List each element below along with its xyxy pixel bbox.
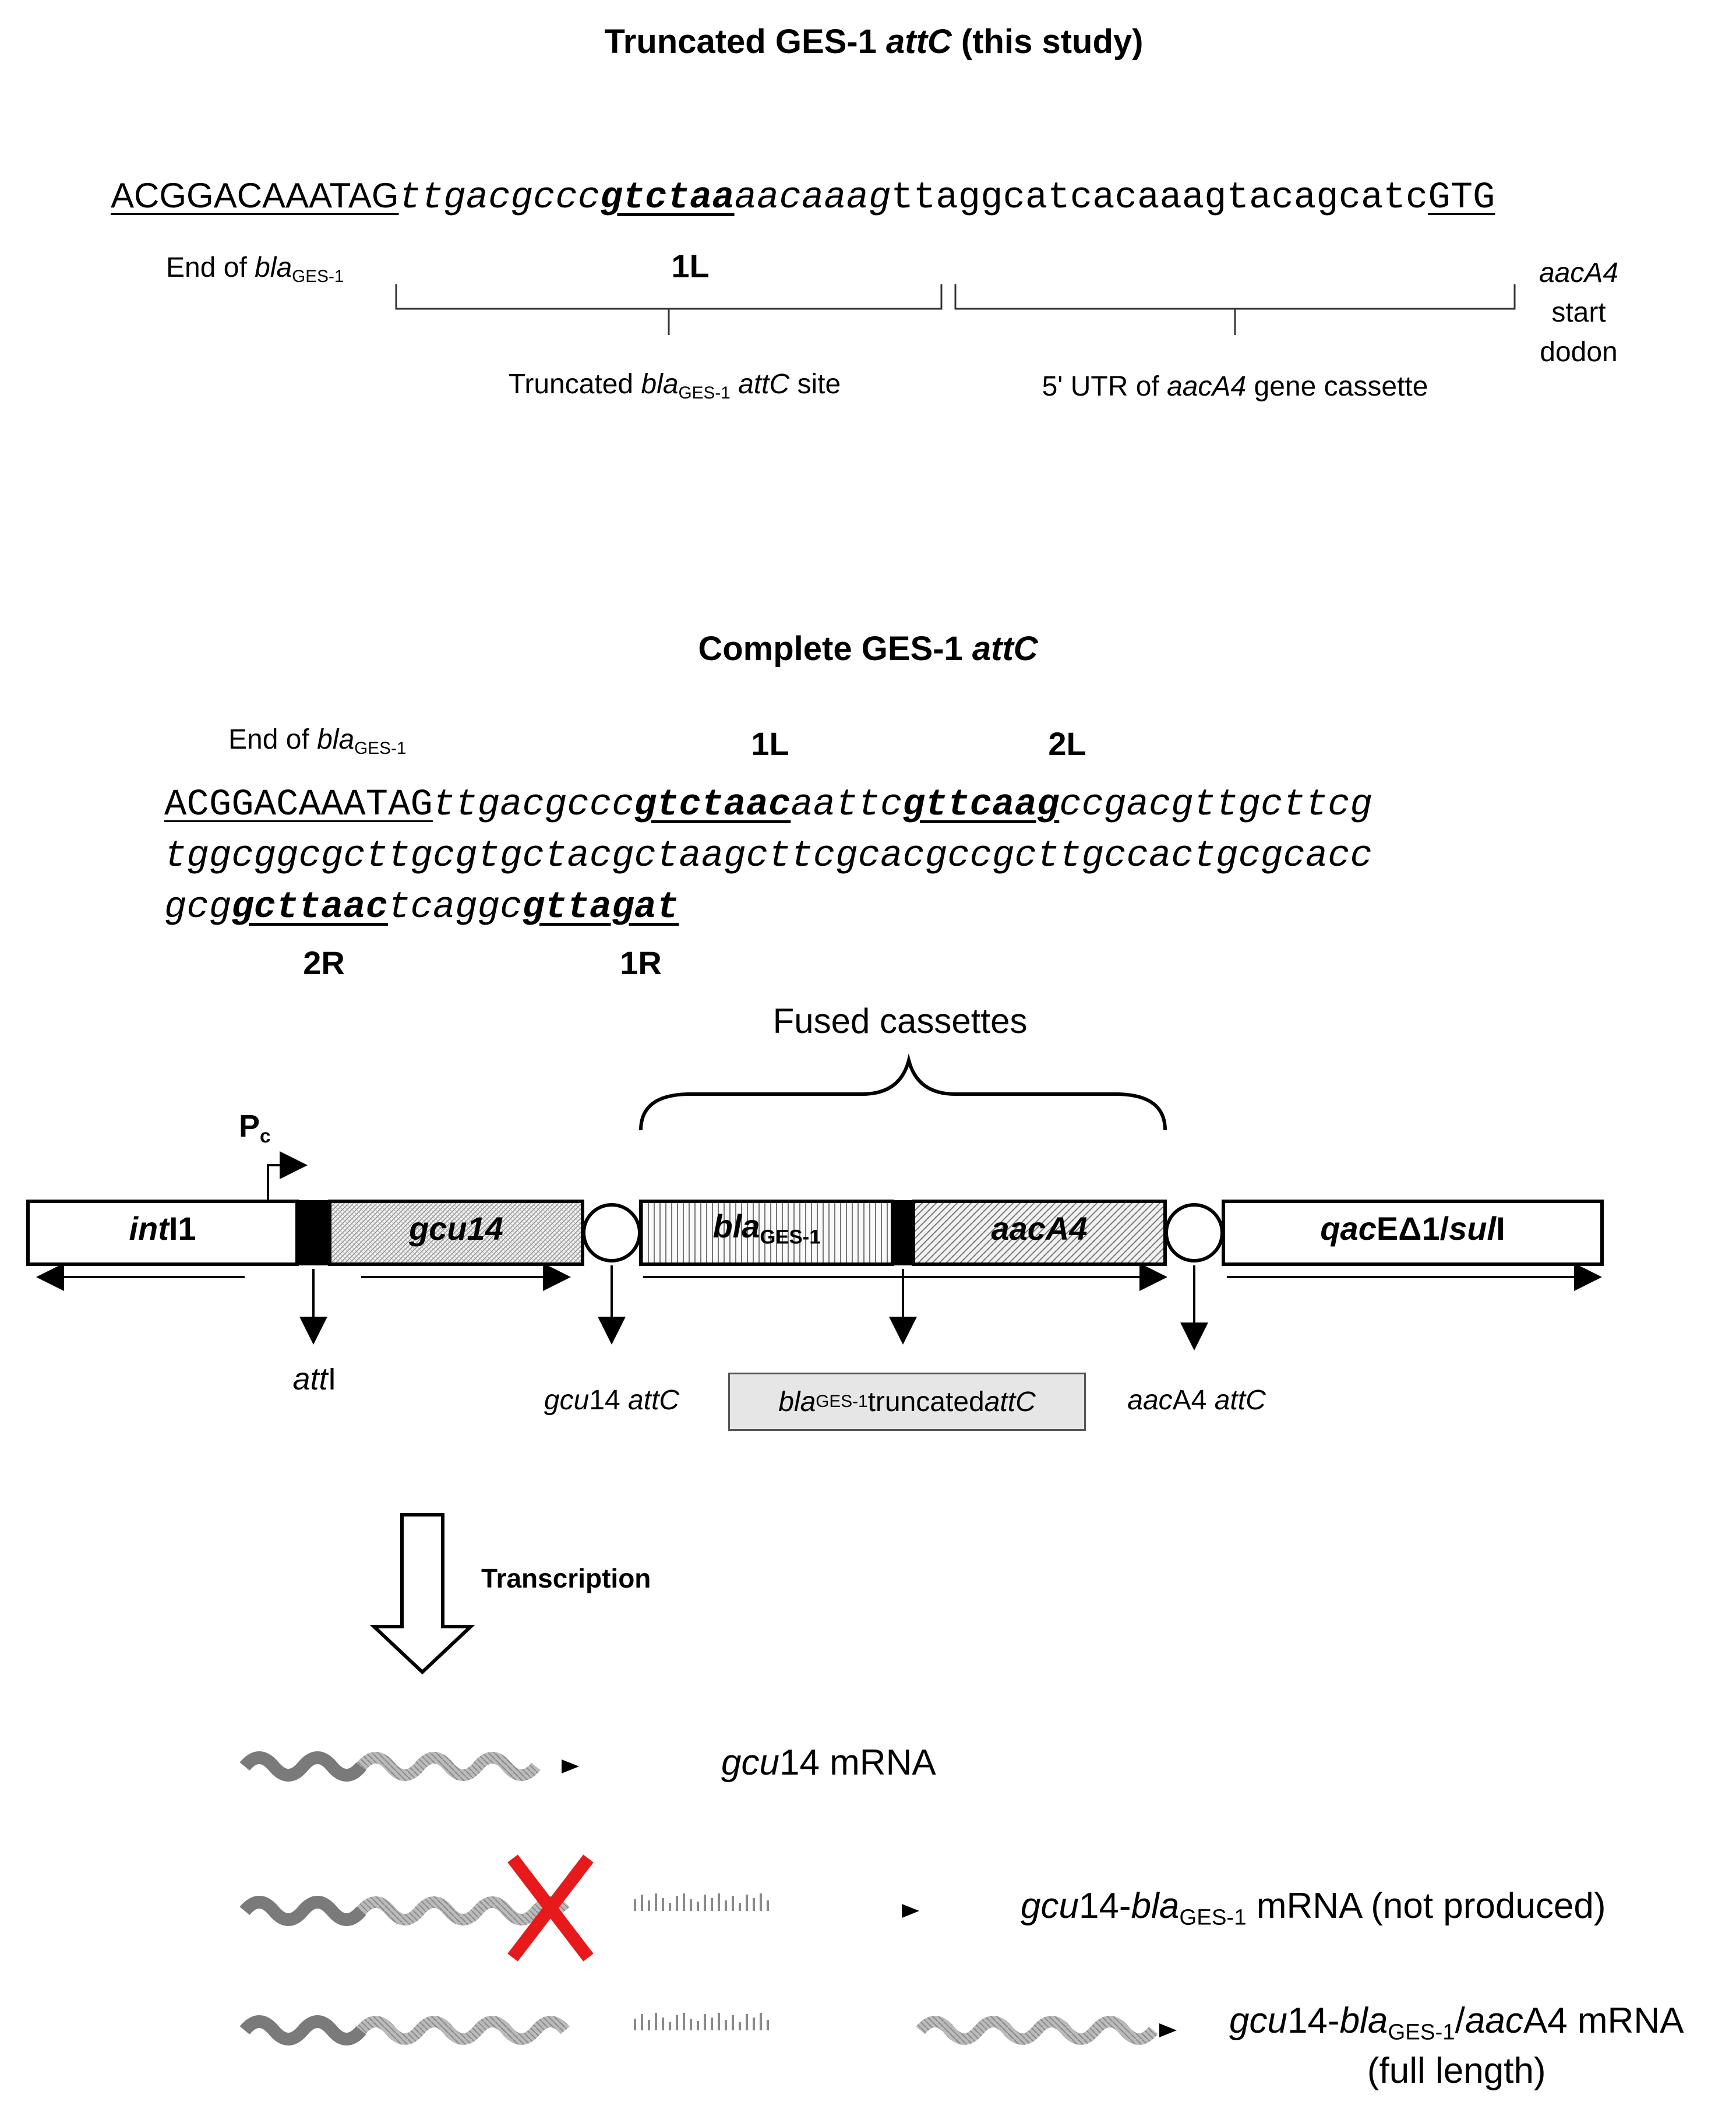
bla-ges1-label: blaGES-1 [712, 1208, 821, 1249]
label-end-bla-top: End of blaGES-1 [166, 252, 344, 286]
brace-5utr [954, 284, 1516, 335]
complete-title: Complete GES-1 attC [698, 630, 1038, 668]
brace-svg [395, 284, 1516, 335]
label-1L-top: 1L [671, 248, 710, 284]
motif-2R: gcttaac [231, 887, 389, 929]
motif-1R: gttagat [522, 887, 679, 929]
mrna2-arrowhead [902, 1904, 919, 1918]
mrna2-wave-light [357, 1896, 570, 1925]
fused-cassettes-label: Fused cassettes [772, 1001, 1028, 1041]
motif-2L: gttcaag [902, 784, 1060, 826]
brace-truncated-attc [395, 284, 943, 335]
transcription-arrow [369, 1513, 475, 1675]
gcu14-label: gcu14 [409, 1210, 503, 1247]
mrna-full-length-label: gcu14-blaGES-1/aacA4 mRNA (full length) [1229, 2001, 1684, 2091]
mrna-gcu14-wave-light [357, 1752, 541, 1781]
aacA4-attc-label: aacA4 attC [1127, 1385, 1266, 1416]
label-truncated-attc-site: Truncated blaGES-1 attC site [508, 369, 841, 403]
mrna2-wave-dark [239, 1896, 366, 1926]
label-end-bla-complete: End of blaGES-1 [228, 724, 407, 758]
gcu14-attc-circle [582, 1203, 641, 1262]
complete-seq-line3: gcggcttaactcaggcgttagat [164, 889, 679, 926]
complete-seq-line2: tggcggcgcttgcgtgctacgctaagcttcgcacgccgct… [164, 835, 1372, 877]
truncated-title: Truncated GES-1 attC (this study) [604, 23, 1144, 61]
truncated-sequence: ACGGACAAATAGttgacgcccgtctaaaacaaagttaggc… [111, 178, 1495, 217]
seq-utr: ttaggcatcacaaagtacagcatc [891, 177, 1428, 219]
mrna3-wave-light [357, 2016, 570, 2045]
bla-end-codons-complete: ACGGACAAATAG [164, 784, 433, 826]
seq-italic-part: gcg [164, 887, 232, 929]
bla-ges1-box [639, 1200, 894, 1266]
label-1L-complete: 1L [751, 725, 789, 762]
seq-italic-part: aattc [791, 784, 903, 826]
label-1R: 1R [620, 944, 662, 981]
cross-mark [507, 1854, 594, 1962]
qac-sul-box [1222, 1200, 1604, 1266]
gene-map-svg [26, 1053, 1604, 1350]
fused-cassettes-brace [639, 1053, 1167, 1131]
seq-italic-part: ccgacgttgcttcg [1059, 784, 1372, 826]
transcription-svg [239, 1513, 1177, 2045]
complete-seq-line1: ACGGACAAATAGttgacgcccgtctaacaattcgttcaag… [164, 787, 1372, 824]
attI-box [296, 1200, 331, 1265]
label-2R: 2R [303, 944, 345, 981]
seq-italic-part: aacaaag [734, 177, 891, 219]
label-5utr: 5' UTR of aacA4 gene cassette [1042, 371, 1428, 402]
intI1-label: intI1 [129, 1210, 196, 1247]
mrna3-wave-aac [916, 2016, 1158, 2045]
bla-end-codons: ACGGACAAATAG [111, 176, 399, 215]
gcu14-box [328, 1200, 584, 1266]
seq-italic-part: tcaggc [388, 887, 523, 929]
aacA4-box [912, 1200, 1167, 1266]
aacA4-attc-circle [1165, 1203, 1224, 1262]
mrna3-wave-dark [239, 2015, 366, 2045]
motif-1L-truncated: gtctaa [600, 177, 735, 219]
bla-truncated-attc-bar [891, 1200, 915, 1265]
mrna2-wave-bla [634, 1893, 769, 1911]
mrna-gcu14-label: gcu14 mRNA [721, 1743, 936, 1783]
mrna-gcu14-bla-label: gcu14-blaGES-1 mRNA (not produced) [1021, 1886, 1606, 1930]
mrna3-wave-bla [634, 2013, 769, 2030]
label-2L-complete: 2L [1048, 725, 1086, 762]
aacA4-label: aacA4 [991, 1210, 1088, 1247]
mrna3-arrowhead [1159, 2023, 1177, 2037]
mrna-gcu14-wave-dark [239, 1751, 366, 1782]
start-codon: GTG [1428, 177, 1495, 219]
motif-1L: gtctaac [634, 784, 791, 826]
pc-label: Pc [239, 1109, 271, 1148]
seq-italic-part: ttgacgccc [432, 784, 634, 826]
attI-label: attI [292, 1362, 337, 1396]
mrna-gcu14-arrowhead [562, 1759, 579, 1773]
seq-italic-part: ttgacgccc [398, 177, 601, 219]
qac-sul-label: qacEΔ1/sulI [1320, 1210, 1505, 1247]
pc-promoter-arrow [233, 1151, 308, 1202]
transcription-label: Transcription [481, 1563, 651, 1593]
gcu14-attc-label: gcu14 attC [544, 1385, 680, 1416]
label-aac-start-codon: aacA4 start dodon [1539, 258, 1619, 368]
